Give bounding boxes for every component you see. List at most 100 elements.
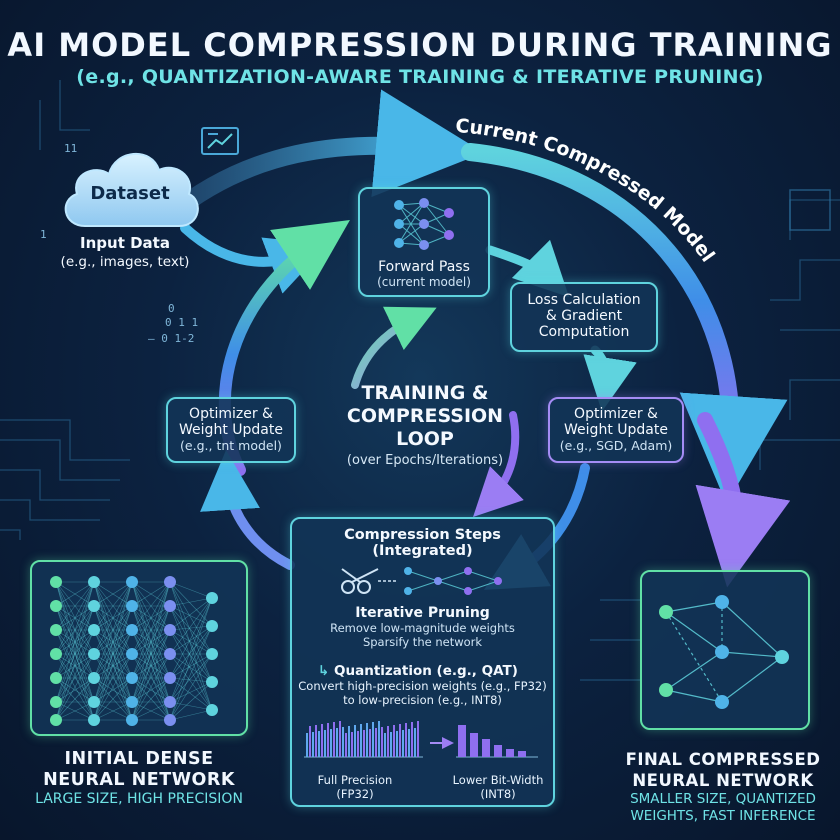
loss-calculation-box: Loss Calculation & Gradient Computation bbox=[510, 282, 658, 352]
analytics-icon bbox=[201, 127, 239, 155]
fp32-bar bbox=[359, 724, 362, 757]
neural-network-icon bbox=[394, 198, 454, 250]
fp32-bar bbox=[326, 723, 329, 757]
fp32-bar bbox=[404, 723, 407, 757]
dense-network-node bbox=[88, 600, 100, 612]
fp32-bar bbox=[377, 721, 380, 757]
pruning-title: Iterative Pruning bbox=[355, 605, 490, 621]
dense-network-node bbox=[50, 714, 62, 726]
fp32-bar bbox=[389, 732, 392, 757]
optimizer-left-line2: Weight Update bbox=[179, 422, 283, 438]
dense-network-node bbox=[50, 648, 62, 660]
dataset-label: Dataset bbox=[90, 183, 170, 204]
fp32-bar bbox=[398, 724, 401, 757]
loss-line3: Computation bbox=[538, 324, 630, 340]
page-title: AI MODEL COMPRESSION DURING TRAINING bbox=[7, 26, 833, 64]
loop-center-line1: TRAINING & bbox=[361, 382, 489, 404]
dense-network-node bbox=[50, 672, 62, 684]
decor-digits: 11 bbox=[64, 142, 78, 155]
input-data-subtitle: (e.g., images, text) bbox=[60, 254, 190, 270]
fp32-bar bbox=[383, 733, 386, 757]
optimizer-right-line3: (e.g., SGD, Adam) bbox=[559, 438, 673, 453]
fp32-bar bbox=[392, 725, 395, 757]
fp32-bar bbox=[401, 730, 404, 757]
fp32-bar bbox=[356, 731, 359, 757]
compression-title-line1: Compression Steps bbox=[344, 527, 501, 543]
dense-network-node bbox=[126, 648, 138, 660]
optimizer-left-line1: Optimizer & bbox=[189, 406, 273, 422]
lower-bit-width-label: Lower Bit-Width (INT8) bbox=[442, 773, 554, 801]
quantization-line1: Convert high-precision weights (e.g., FP… bbox=[298, 679, 547, 693]
fp32-bar bbox=[386, 726, 389, 757]
fp32-bar bbox=[362, 730, 365, 757]
lower-bit-width-line2: (INT8) bbox=[480, 787, 516, 801]
forward-pass-title: Forward Pass bbox=[378, 259, 470, 275]
dense-network-node bbox=[88, 648, 100, 660]
final-title-line1: FINAL COMPRESSED bbox=[625, 750, 821, 769]
loop-center-line4: (over Epochs/Iterations) bbox=[346, 453, 504, 468]
int8-bars bbox=[457, 725, 526, 757]
dense-network-node bbox=[206, 676, 218, 688]
dense-network-node bbox=[126, 576, 138, 588]
initial-title-line2: NEURAL NETWORK bbox=[43, 770, 235, 790]
decor-digits: 0 bbox=[168, 302, 175, 315]
dense-network-node bbox=[88, 714, 100, 726]
initial-dense-network-box bbox=[30, 560, 248, 736]
dense-network-node bbox=[164, 624, 176, 636]
dense-network-node bbox=[126, 624, 138, 636]
dense-network-node bbox=[206, 648, 218, 660]
compressed-network-graphic bbox=[659, 595, 789, 709]
compression-steps-box: Compression Steps (Integrated) Iterative… bbox=[290, 517, 555, 807]
loop-center-line2: COMPRESSION bbox=[346, 405, 504, 427]
fp32-bar bbox=[320, 724, 323, 757]
fp32-bar bbox=[407, 729, 410, 757]
dense-network-node bbox=[50, 624, 62, 636]
pruning-line2: Sparsify the network bbox=[362, 635, 483, 649]
pruning-line1: Remove low-magnitude weights bbox=[330, 621, 515, 635]
fp32-bar bbox=[353, 725, 356, 757]
dense-network-node bbox=[126, 696, 138, 708]
pruning-scissors-network-icon bbox=[340, 567, 502, 595]
fp32-bar bbox=[341, 727, 344, 757]
dense-network-node bbox=[126, 714, 138, 726]
fp32-bar bbox=[305, 733, 308, 757]
initial-network-title: INITIAL DENSE NEURAL NETWORK bbox=[20, 749, 258, 791]
optimizer-right-line2: Weight Update bbox=[564, 422, 668, 438]
fp32-bars bbox=[305, 721, 419, 757]
dense-network-graphic bbox=[50, 576, 218, 726]
fp32-bar bbox=[323, 730, 326, 757]
fp32-bar bbox=[308, 726, 311, 757]
fp32-bar bbox=[368, 729, 371, 757]
dense-network-node bbox=[164, 576, 176, 588]
fp32-bar bbox=[371, 722, 374, 757]
optimizer-left-line3: (e.g., tnt model) bbox=[180, 438, 282, 453]
dense-network-node bbox=[88, 576, 100, 588]
dense-network-node bbox=[88, 624, 100, 636]
loss-line2: & Gradient bbox=[545, 308, 623, 324]
loop-center-line3: LOOP bbox=[396, 428, 454, 450]
fp32-bar bbox=[416, 721, 419, 757]
initial-title-line1: INITIAL DENSE bbox=[64, 749, 214, 769]
fp32-bar bbox=[311, 732, 314, 757]
fp32-bar bbox=[347, 726, 350, 757]
dense-network-node bbox=[164, 600, 176, 612]
fp32-bar bbox=[395, 731, 398, 757]
loss-line1: Loss Calculation bbox=[527, 292, 641, 308]
fp32-bar bbox=[317, 731, 320, 757]
circuit-traces-left bbox=[0, 80, 130, 540]
fp32-bar bbox=[335, 728, 338, 757]
optimizer-right-box: Optimizer & Weight Update (e.g., SGD, Ad… bbox=[548, 397, 684, 463]
dense-network-node bbox=[164, 648, 176, 660]
fp32-bar bbox=[338, 721, 341, 757]
full-precision-line2: (FP32) bbox=[336, 787, 374, 801]
final-sub-line2: WEIGHTS, FAST INFERENCE bbox=[630, 808, 816, 824]
final-network-title: FINAL COMPRESSED NEURAL NETWORK bbox=[606, 749, 840, 791]
cloud-icon bbox=[64, 153, 199, 227]
quantization-title: ↳ Quantization (e.g., QAT) bbox=[292, 663, 553, 679]
dense-network-node bbox=[50, 576, 62, 588]
decor-digits: – 0 1-2 bbox=[148, 332, 195, 345]
dense-network-node bbox=[164, 714, 176, 726]
decor-digits: 1 bbox=[40, 228, 47, 241]
dense-network-node bbox=[164, 672, 176, 684]
